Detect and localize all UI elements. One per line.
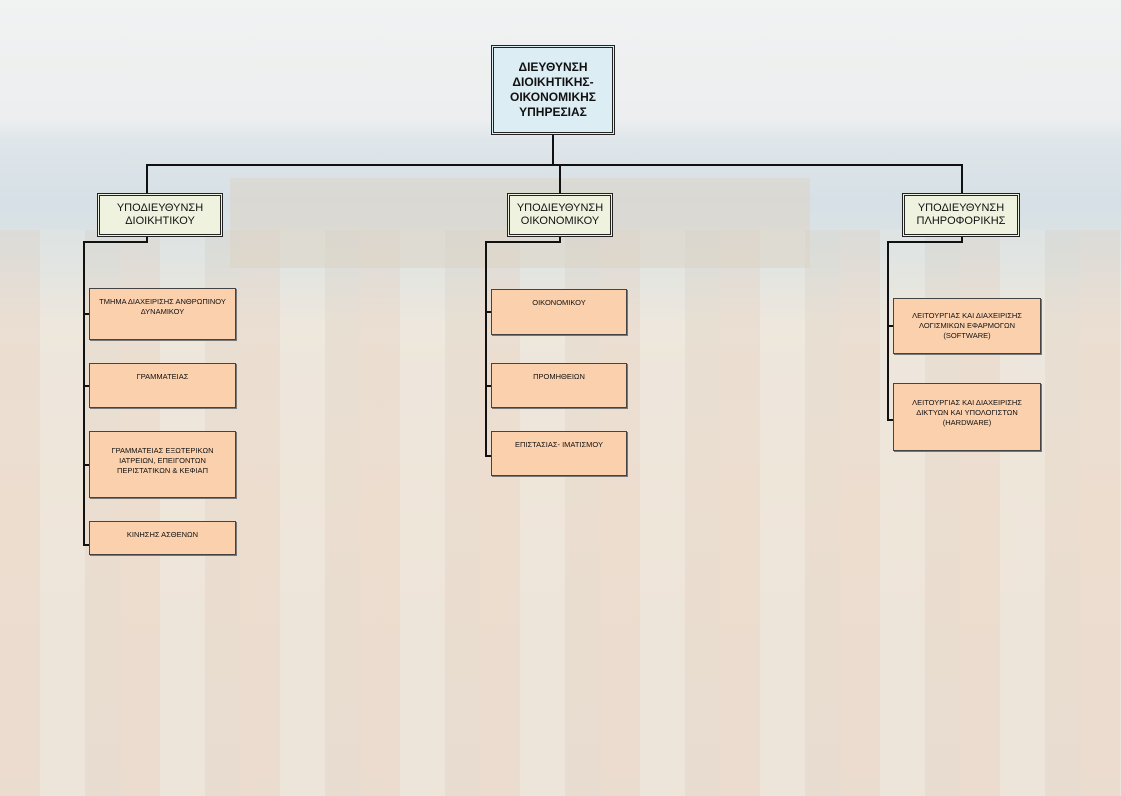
director-title: ΔΙΕΥΘΥΝΣΗ ΔΙΟΙΚΗΤΙΚΗΣ-ΟΙΚΟΝΟΜΙΚΗΣ ΥΠΗΡΕΣ… bbox=[510, 60, 596, 119]
connector bbox=[83, 241, 148, 243]
connector bbox=[887, 419, 893, 421]
connector bbox=[83, 544, 89, 546]
connector bbox=[83, 385, 89, 387]
unit-box: ΕΠΙΣΤΑΣΙΑΣ- ΙΜΑΤΙΣΜΟΥ bbox=[491, 431, 627, 476]
unit-box: ΠΡΟΜΗΘΕΙΩΝ bbox=[491, 363, 627, 408]
unit-label: ΕΠΙΣΤΑΣΙΑΣ- ΙΜΑΤΙΣΜΟΥ bbox=[514, 440, 604, 449]
connector bbox=[485, 311, 491, 313]
unit-label: ΠΡΟΜΗΘΕΙΩΝ bbox=[533, 372, 585, 381]
unit-box: ΟΙΚΟΝΟΜΙΚΟΥ bbox=[491, 289, 627, 335]
subdivision-administrative: ΥΠΟΔΙΕΥΘΥΝΣΗ ΔΙΟΙΚΗΤΙΚΟΥ bbox=[97, 193, 223, 237]
connector bbox=[485, 385, 491, 387]
connector bbox=[83, 464, 89, 466]
connector bbox=[961, 164, 963, 193]
unit-box: ΛΕΙΤΟΥΡΓΙΑΣ ΚΑΙ ΔΙΑΧΕΙΡΙΣΗΣ ΔΙΚΤΥΩΝ ΚΑΙ … bbox=[893, 383, 1041, 451]
connector bbox=[961, 237, 963, 242]
subdivision-title: ΥΠΟΔΙΕΥΘΥΝΣΗ ΟΙΚΟΝΟΜΙΚΟΥ bbox=[516, 202, 604, 227]
unit-label: ΚΙΝΗΣΗΣ ΑΣΘΕΝΩΝ bbox=[126, 530, 199, 539]
subdivision-financial: ΥΠΟΔΙΕΥΘΥΝΣΗ ΟΙΚΟΝΟΜΙΚΟΥ bbox=[507, 193, 613, 237]
unit-label: ΓΡΑΜΜΑΤΕΙΑΣ bbox=[136, 372, 189, 381]
unit-label: ΟΙΚΟΝΟΜΙΚΟΥ bbox=[532, 298, 586, 307]
director-box: ΔΙΕΥΘΥΝΣΗ ΔΙΟΙΚΗΤΙΚΗΣ-ΟΙΚΟΝΟΜΙΚΗΣ ΥΠΗΡΕΣ… bbox=[491, 45, 615, 135]
subdivision-title: ΥΠΟΔΙΕΥΘΥΝΣΗ ΠΛΗΡΟΦΟΡΙΚΗΣ bbox=[916, 202, 1006, 227]
unit-box: ΓΡΑΜΜΑΤΕΙΑΣ bbox=[89, 363, 236, 408]
connector bbox=[485, 241, 487, 457]
unit-box: ΛΕΙΤΟΥΡΓΙΑΣ ΚΑΙ ΔΙΑΧΕΙΡΙΣΗΣ ΛΟΓΙΣΜΙΚΩΝ Ε… bbox=[893, 298, 1041, 354]
connector bbox=[559, 164, 561, 193]
unit-box: ΓΡΑΜΜΑΤΕΙΑΣ ΕΞΩΤΕΡΙΚΩΝ ΙΑΤΡΕΙΩΝ, ΕΠΕΙΓΟΝ… bbox=[89, 431, 236, 498]
connector bbox=[887, 241, 963, 243]
subdivision-informatics: ΥΠΟΔΙΕΥΘΥΝΣΗ ΠΛΗΡΟΦΟΡΙΚΗΣ bbox=[902, 193, 1020, 237]
unit-label: ΛΕΙΤΟΥΡΓΙΑΣ ΚΑΙ ΔΙΑΧΕΙΡΙΣΗΣ ΔΙΚΤΥΩΝ ΚΑΙ … bbox=[912, 398, 1022, 427]
connector bbox=[83, 241, 85, 546]
connector bbox=[146, 237, 148, 242]
connector bbox=[83, 313, 89, 315]
connector bbox=[887, 325, 893, 327]
connector bbox=[146, 164, 148, 193]
connector bbox=[485, 455, 491, 457]
connector bbox=[552, 135, 554, 166]
subdivision-title: ΥΠΟΔΙΕΥΘΥΝΣΗ ΔΙΟΙΚΗΤΙΚΟΥ bbox=[116, 202, 204, 227]
unit-label: ΤΜΗΜΑ ΔΙΑΧΕΙΡΙΣΗΣ ΑΝΘΡΩΠΙΝΟΥ ΔΥΝΑΜΙΚΟΥ bbox=[99, 297, 226, 316]
connector bbox=[146, 164, 963, 166]
connector bbox=[887, 241, 889, 421]
unit-box: ΤΜΗΜΑ ΔΙΑΧΕΙΡΙΣΗΣ ΑΝΘΡΩΠΙΝΟΥ ΔΥΝΑΜΙΚΟΥ bbox=[89, 288, 236, 340]
unit-label: ΛΕΙΤΟΥΡΓΙΑΣ ΚΑΙ ΔΙΑΧΕΙΡΙΣΗΣ ΛΟΓΙΣΜΙΚΩΝ Ε… bbox=[912, 311, 1022, 340]
connector bbox=[559, 237, 561, 242]
unit-box: ΚΙΝΗΣΗΣ ΑΣΘΕΝΩΝ bbox=[89, 521, 236, 555]
unit-label: ΓΡΑΜΜΑΤΕΙΑΣ ΕΞΩΤΕΡΙΚΩΝ ΙΑΤΡΕΙΩΝ, ΕΠΕΙΓΟΝ… bbox=[111, 446, 214, 475]
connector bbox=[485, 241, 561, 243]
